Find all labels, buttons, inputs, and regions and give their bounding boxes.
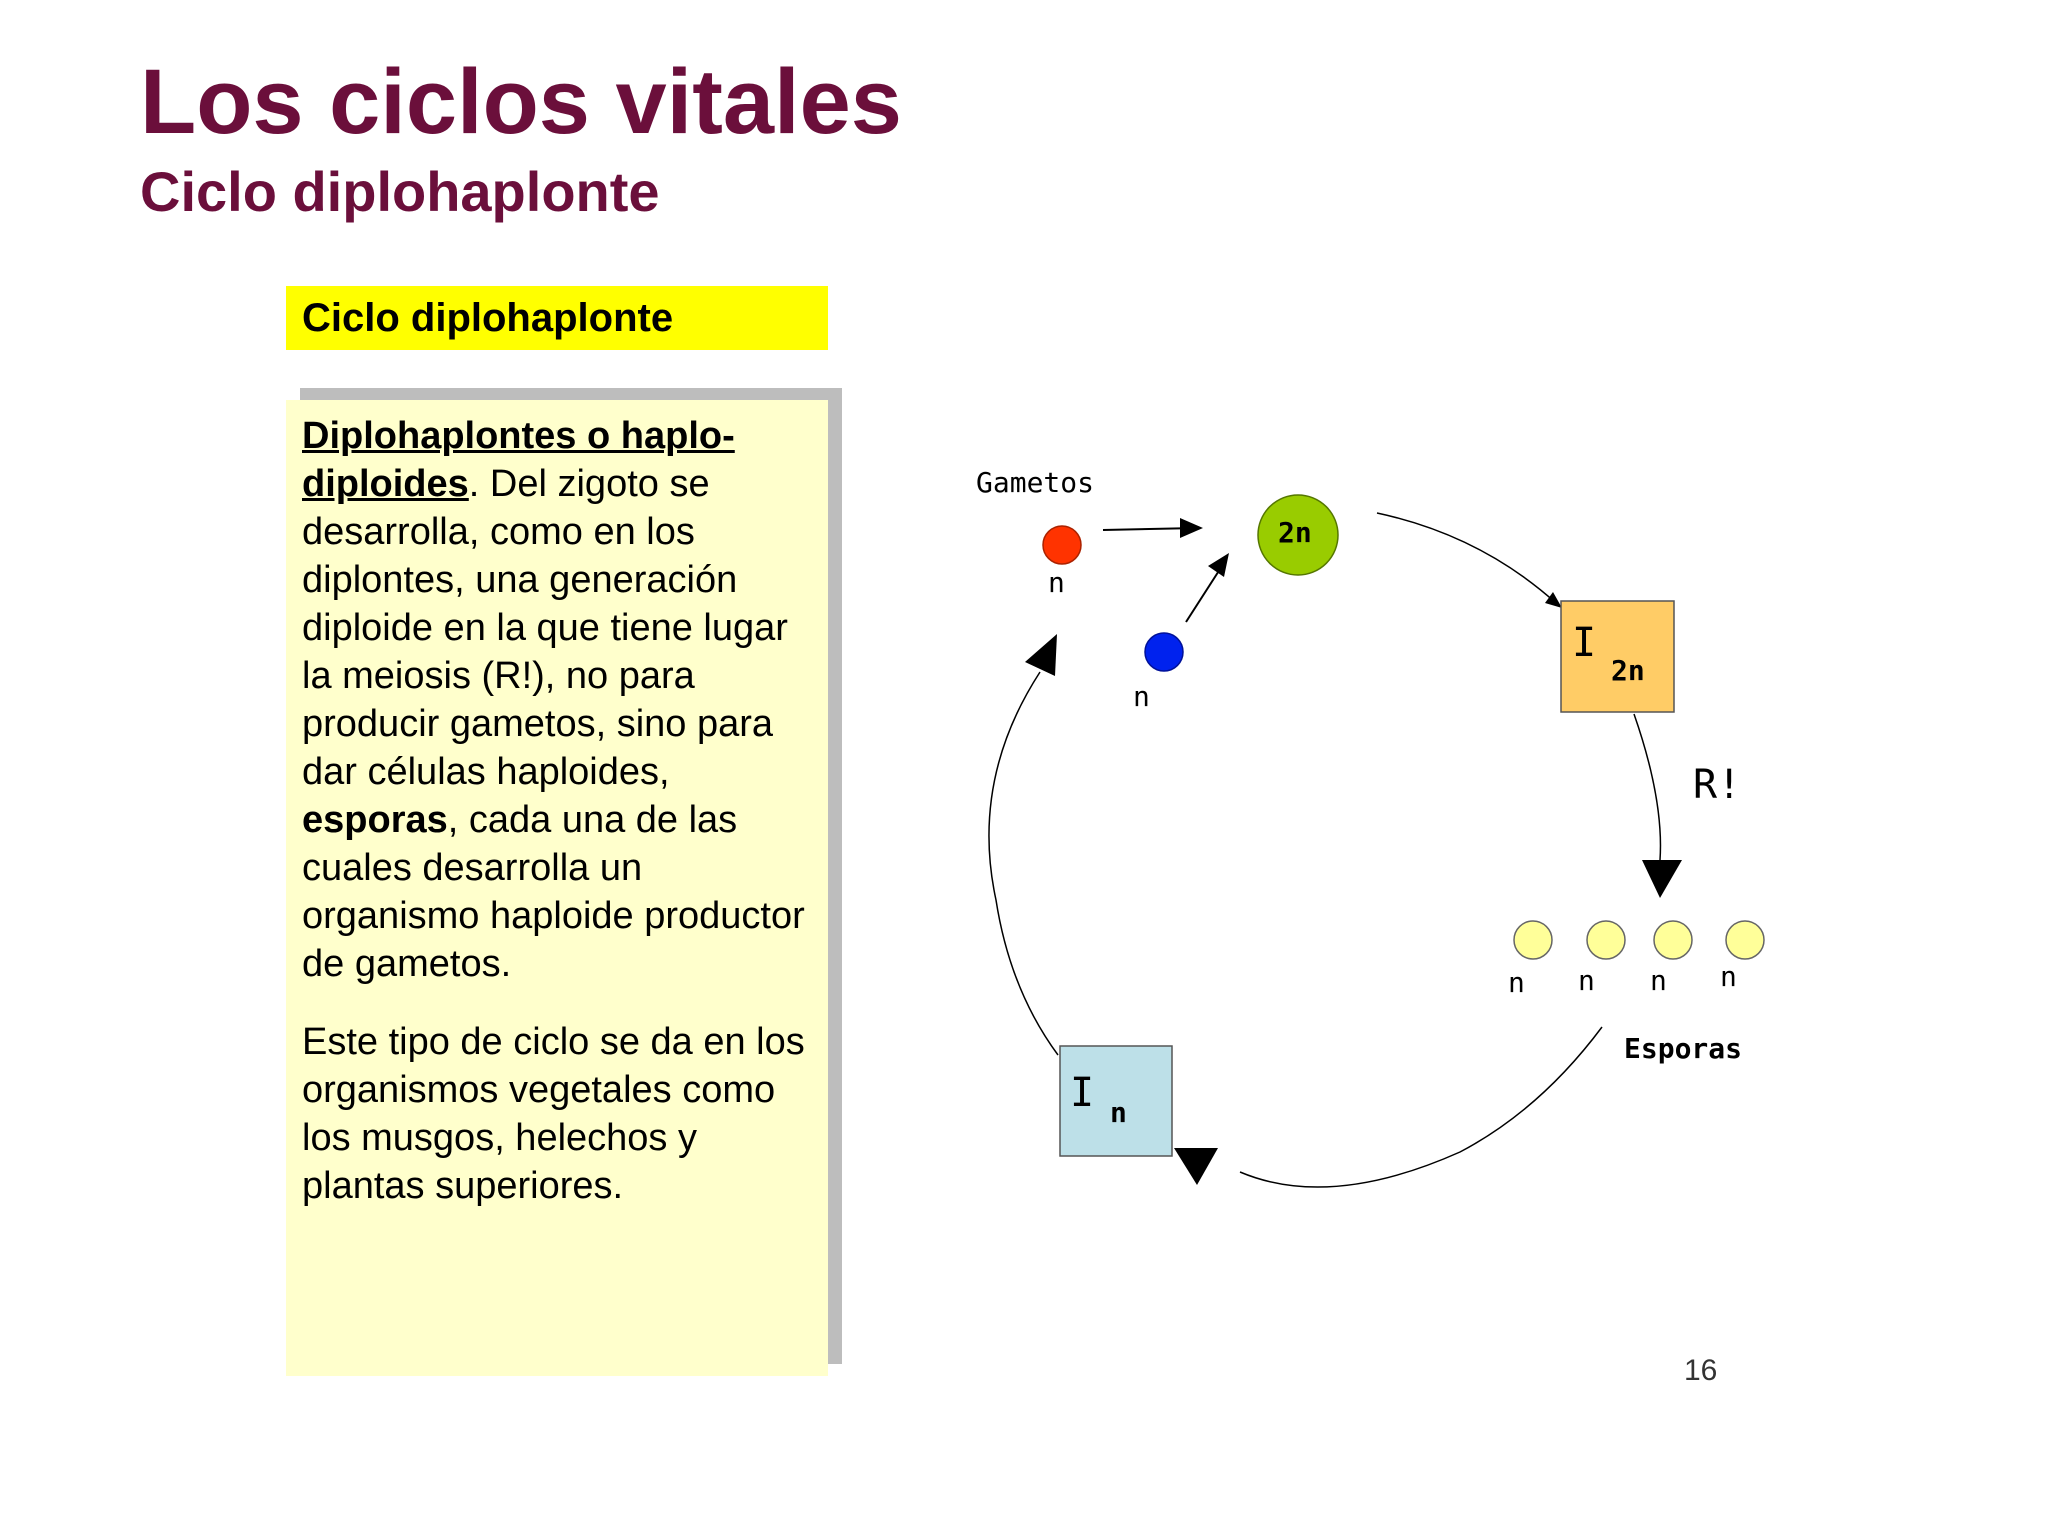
meiosis-label: R! [1693,762,1741,808]
description-paragraph-2: Este tipo de ciclo se da en los organism… [302,1021,805,1207]
page-subtitle: Ciclo diplohaplonte [140,160,660,223]
diploid-box-sub: 2n [1611,654,1645,687]
arc-spores-to-haploid [1239,1026,1603,1188]
arc-zygote-to-diploid [1376,512,1557,604]
description-text-a: . Del zigoto se desarrolla, como en los … [302,463,788,793]
haploid-box-sub: n [1110,1096,1127,1129]
arc-haploid-head [1025,634,1057,676]
gamete-red-label: n [1048,566,1065,599]
gamete-red [1042,525,1082,565]
page-number: 16 [1684,1354,1718,1387]
gamete-blue [1144,632,1184,672]
description-text-b: , cada una de las cuales desarrolla un o… [302,799,805,985]
zygote-circle [1257,494,1339,576]
spore-label-4: n [1720,960,1737,993]
arrow-meiosis [1633,713,1662,861]
esporas-label: Esporas [1624,1032,1742,1065]
arrow-blue-to-zygote [1185,565,1223,623]
spore-4 [1725,920,1765,960]
zygote-label: 2n [1278,516,1312,549]
arrow-blue-head [1208,553,1229,577]
page-title: Los ciclos vitales [140,51,902,153]
arc-haploid-to-gametes [988,671,1059,1056]
diploid-box [1560,600,1675,713]
arrow-red-head [1180,518,1203,538]
description-esporas: esporas [302,799,448,841]
gamete-blue-label: n [1133,680,1150,713]
spore-1 [1513,920,1553,960]
spore-label-1: n [1508,966,1525,999]
spore-label-2: n [1578,964,1595,997]
box-title: Ciclo diplohaplonte [286,286,828,350]
gametos-label: Gametos [976,466,1094,499]
diploid-box-letter: I [1572,620,1596,666]
description-paragraph-1: Diplohaplontes o haplo-diploides. Del zi… [302,412,812,988]
description-box: Diplohaplontes o haplo-diploides. Del zi… [286,400,828,1376]
arc-spores-head [1174,1148,1218,1185]
spore-3 [1653,920,1693,960]
haploid-box [1059,1045,1173,1157]
description-term: Diplohaplontes o haplo-diploides [302,415,735,505]
arc-zygote-head [1545,592,1562,608]
arrow-meiosis-head [1642,860,1682,898]
spore-2 [1586,920,1626,960]
spore-label-3: n [1650,964,1667,997]
haploid-box-letter: I [1070,1070,1094,1116]
